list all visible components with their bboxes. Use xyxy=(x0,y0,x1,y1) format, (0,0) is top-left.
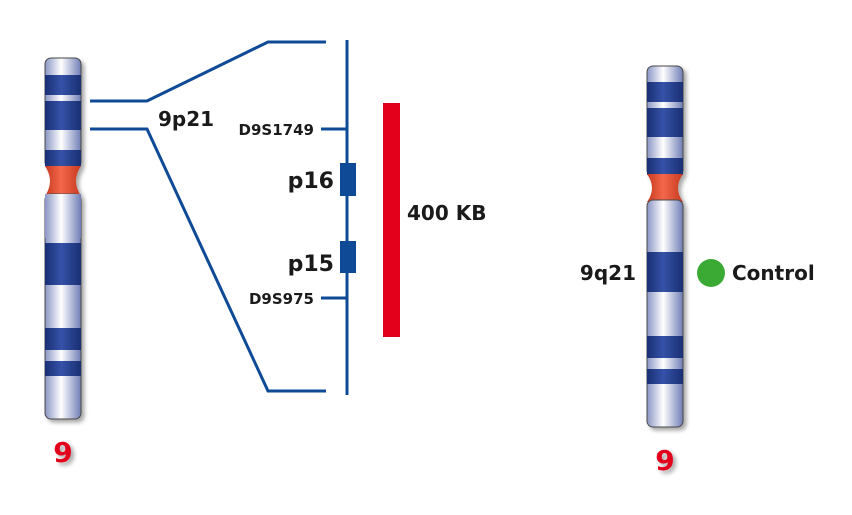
region-label-9p21: 9p21 xyxy=(158,107,214,131)
right-chromosome: 9 xyxy=(647,66,683,477)
gene-label-p16: p16 xyxy=(288,169,334,194)
right-chromosome-centromere xyxy=(647,174,683,202)
zoom-line-top xyxy=(90,42,326,101)
gene-label-p15: p15 xyxy=(288,252,334,277)
control-probe-dot xyxy=(697,259,725,287)
zoomed-region: D9S1749 D9S975 p16 p15 400 KB xyxy=(239,40,487,395)
right-chromosome-number: 9 xyxy=(655,444,674,477)
zoom-lines xyxy=(90,42,326,391)
probe-size-label: 400 KB xyxy=(407,201,486,225)
marker-label-d9s1749: D9S1749 xyxy=(239,121,314,139)
right-chromosome-p-arm xyxy=(647,66,683,176)
left-chromosome-centromere xyxy=(45,166,81,196)
left-chromosome: 9 xyxy=(45,58,81,469)
left-chromosome-number: 9 xyxy=(53,436,72,469)
right-chromosome-q-arm xyxy=(647,200,683,427)
marker-label-d9s975: D9S975 xyxy=(249,290,314,308)
left-chromosome-p-arm xyxy=(45,58,81,168)
gene-box-p16 xyxy=(340,163,356,196)
probe-bar xyxy=(383,103,400,337)
left-chromosome-q-arm xyxy=(45,194,81,419)
region-label-9q21: 9q21 xyxy=(580,261,636,285)
gene-box-p15 xyxy=(340,241,356,273)
control-probe-label: Control xyxy=(732,261,815,285)
